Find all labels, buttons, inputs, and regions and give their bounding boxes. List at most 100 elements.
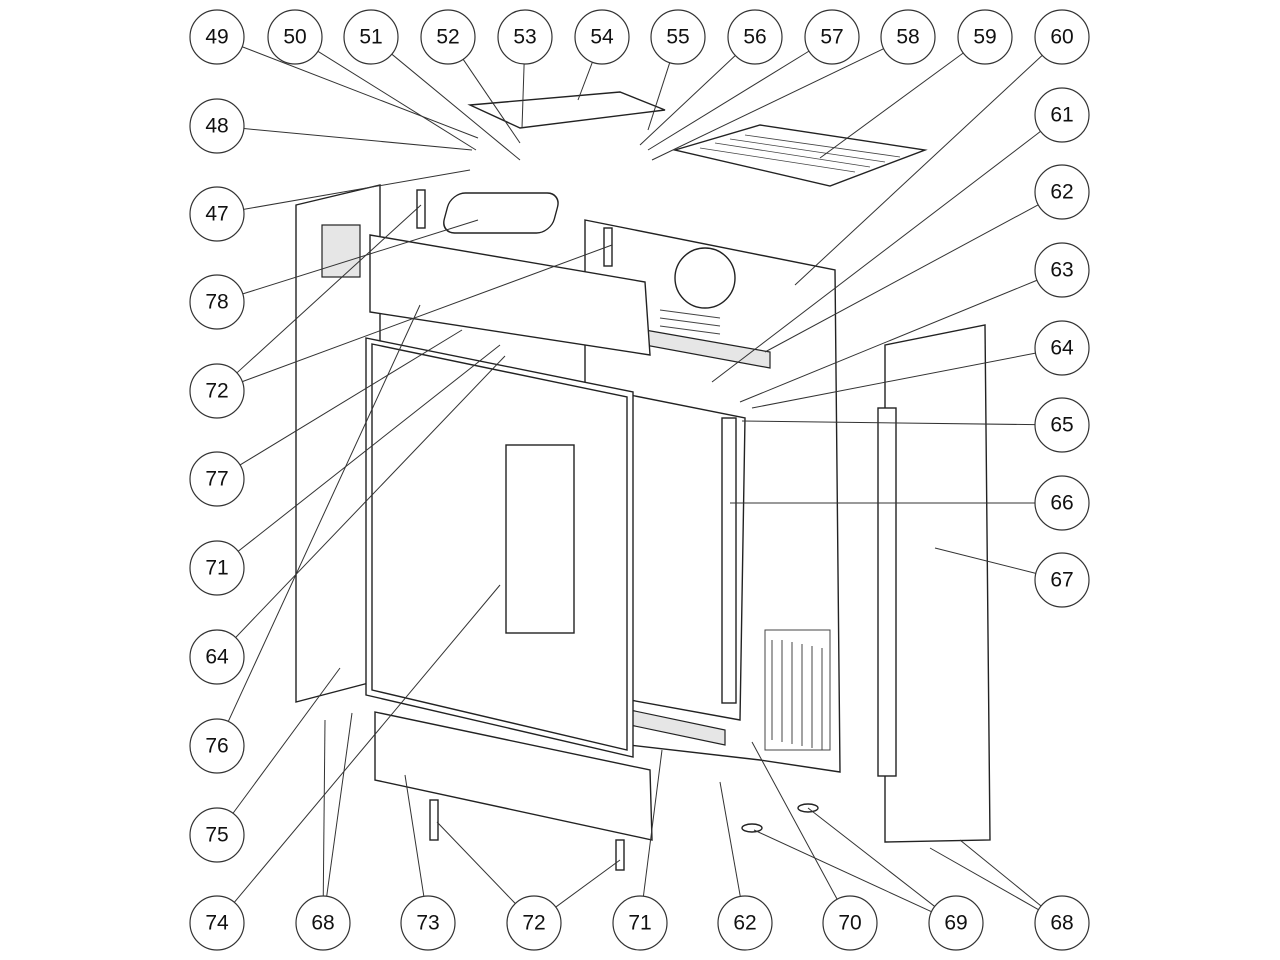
callout-circle bbox=[1034, 9, 1090, 65]
callout-number: 48 bbox=[205, 115, 228, 138]
callout-52: 52 bbox=[420, 9, 476, 65]
callout-circle bbox=[343, 9, 399, 65]
leader-line-68 bbox=[959, 839, 1042, 907]
callout-number: 78 bbox=[205, 291, 228, 314]
callout-number: 66 bbox=[1050, 492, 1073, 515]
callout-59: 59 bbox=[957, 9, 1013, 65]
callout-68: 68 bbox=[295, 895, 351, 951]
callout-64: 64 bbox=[1034, 320, 1090, 376]
side-profile bbox=[877, 407, 897, 777]
callout-62: 62 bbox=[1034, 164, 1090, 220]
callout-circle bbox=[928, 895, 984, 951]
leader-line-69 bbox=[753, 829, 932, 913]
callout-circle bbox=[189, 274, 245, 330]
leader-line-60 bbox=[794, 55, 1043, 286]
callout-76: 76 bbox=[189, 718, 245, 774]
leader-line-53 bbox=[521, 63, 525, 129]
callout-65: 65 bbox=[1034, 397, 1090, 453]
vertical-rail bbox=[721, 417, 737, 704]
callout-71: 71 bbox=[612, 895, 668, 951]
callout-56: 56 bbox=[727, 9, 783, 65]
callout-circle bbox=[189, 807, 245, 863]
side-vents bbox=[764, 629, 831, 751]
callout-circle bbox=[612, 895, 668, 951]
callout-circle bbox=[1034, 242, 1090, 298]
callout-number: 51 bbox=[359, 26, 382, 49]
leader-line-69 bbox=[807, 807, 935, 907]
callout-number: 58 bbox=[896, 26, 919, 49]
callout-circle bbox=[727, 9, 783, 65]
callout-circle bbox=[1034, 87, 1090, 143]
leader-line-67 bbox=[934, 547, 1036, 574]
callout-number: 73 bbox=[416, 912, 439, 935]
leader-line-71 bbox=[642, 749, 663, 897]
leader-line-68 bbox=[322, 719, 326, 897]
callout-number: 62 bbox=[733, 912, 756, 935]
leader-line-64 bbox=[751, 352, 1036, 409]
callout-circle bbox=[1034, 552, 1090, 608]
callout-circle bbox=[420, 9, 476, 65]
callout-number: 49 bbox=[205, 26, 228, 49]
leader-line-54 bbox=[577, 62, 593, 101]
callout-number: 71 bbox=[628, 912, 651, 935]
leader-line-63 bbox=[739, 279, 1038, 403]
callout-number: 61 bbox=[1050, 104, 1073, 127]
leader-line-64 bbox=[235, 355, 506, 638]
leader-line-56 bbox=[639, 55, 736, 146]
callout-circle bbox=[1034, 164, 1090, 220]
callout-number: 56 bbox=[743, 26, 766, 49]
leader-line-61 bbox=[711, 130, 1041, 383]
callout-circle bbox=[189, 9, 245, 65]
callout-number: 72 bbox=[522, 912, 545, 935]
callout-circle bbox=[400, 895, 456, 951]
callout-number: 71 bbox=[205, 557, 228, 580]
callout-69: 69 bbox=[928, 895, 984, 951]
door-inner-edge bbox=[371, 343, 628, 751]
callout-48: 48 bbox=[189, 98, 245, 154]
callout-number: 50 bbox=[283, 26, 306, 49]
callout-circle bbox=[574, 9, 630, 65]
callout-circle bbox=[189, 718, 245, 774]
gasket-ring bbox=[443, 192, 559, 234]
callout-number: 72 bbox=[205, 380, 228, 403]
callout-number: 67 bbox=[1050, 569, 1073, 592]
callout-49: 49 bbox=[189, 9, 245, 65]
callout-number: 65 bbox=[1050, 414, 1073, 437]
leader-line-74 bbox=[233, 584, 501, 903]
callout-number: 62 bbox=[1050, 181, 1073, 204]
callout-64: 64 bbox=[189, 629, 245, 685]
leader-line-59 bbox=[819, 52, 964, 159]
callout-70: 70 bbox=[822, 895, 878, 951]
flue-opening bbox=[674, 247, 736, 309]
leader-line-77 bbox=[239, 329, 463, 466]
callout-number: 57 bbox=[820, 26, 843, 49]
callout-number: 75 bbox=[205, 824, 228, 847]
callout-number: 52 bbox=[436, 26, 459, 49]
leader-line-76 bbox=[227, 304, 421, 722]
leader-line-62 bbox=[764, 204, 1039, 353]
callout-circle bbox=[957, 9, 1013, 65]
leader-line-72 bbox=[242, 244, 613, 383]
callout-number: 70 bbox=[838, 912, 861, 935]
pin-top-left bbox=[416, 189, 426, 229]
callout-circle bbox=[880, 9, 936, 65]
leader-line-47 bbox=[243, 169, 471, 210]
leader-line-75 bbox=[232, 667, 341, 814]
callout-circle bbox=[804, 9, 860, 65]
callout-number: 74 bbox=[205, 912, 229, 935]
callout-77: 77 bbox=[189, 451, 245, 507]
leader-line-68 bbox=[929, 847, 1039, 911]
callout-circle bbox=[822, 895, 878, 951]
callout-number: 68 bbox=[1050, 912, 1073, 935]
callout-circle bbox=[1034, 475, 1090, 531]
callout-number: 54 bbox=[590, 26, 614, 49]
pin-bottom-right bbox=[615, 839, 625, 871]
right-side-panel bbox=[884, 324, 991, 843]
leader-line-51 bbox=[391, 53, 521, 161]
pin-bottom-left bbox=[429, 799, 439, 841]
left-panel-window bbox=[321, 224, 361, 278]
door-glass bbox=[505, 444, 575, 634]
callout-55: 55 bbox=[650, 9, 706, 65]
callout-circle bbox=[189, 451, 245, 507]
